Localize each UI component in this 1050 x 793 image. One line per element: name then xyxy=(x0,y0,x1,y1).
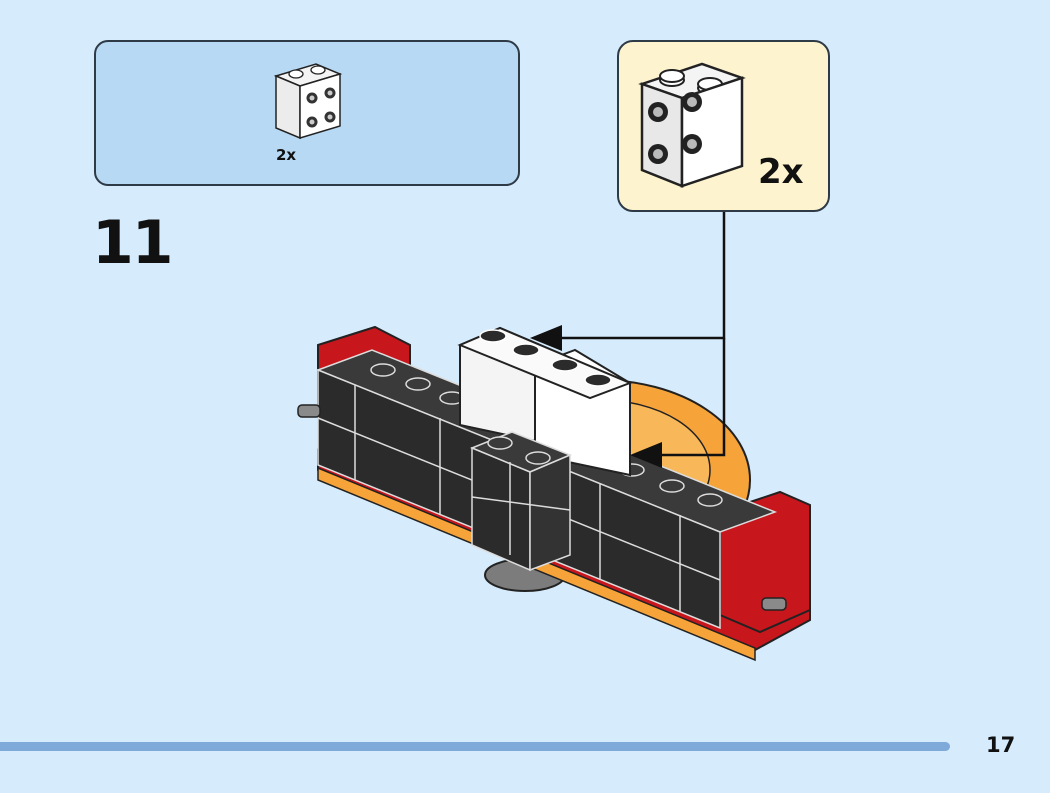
black-front-stack xyxy=(470,431,572,572)
placement-arrows xyxy=(552,212,726,457)
step-number: 11 xyxy=(92,208,173,278)
page-progress-bar xyxy=(0,742,950,751)
page-number: 17 xyxy=(986,733,1016,757)
parts-quantity-label: 2x xyxy=(276,146,297,164)
callout-quantity-label: 2x xyxy=(758,152,804,192)
arrow-head-lower xyxy=(630,442,662,468)
white-bricks-added xyxy=(457,326,633,477)
arrow-head-upper xyxy=(530,325,562,351)
